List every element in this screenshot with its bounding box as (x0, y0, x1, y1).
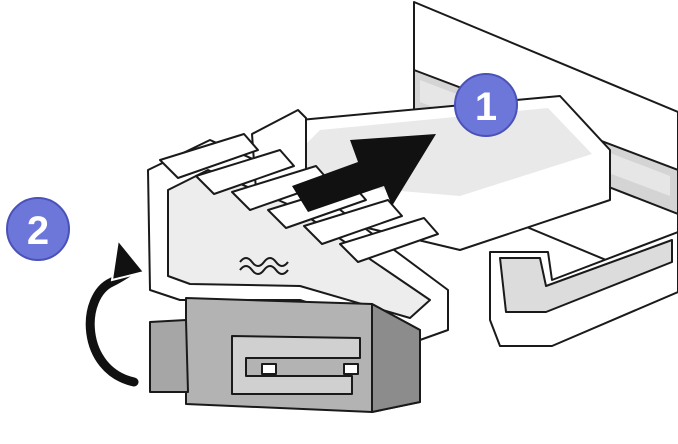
latch-slot-2 (343, 363, 359, 375)
fin-5 (303, 199, 403, 245)
step-1-badge: 1 (454, 73, 518, 137)
fin-2 (195, 149, 295, 195)
step-2-number: 2 (27, 209, 49, 253)
latch-front-tab (149, 319, 189, 393)
latch-slot-1 (261, 363, 277, 375)
push-arrow-icon (292, 134, 436, 212)
curved-rotate-arrow-icon (83, 237, 146, 389)
release-latch (149, 297, 421, 413)
latch-spring (239, 257, 289, 275)
latch-side (371, 303, 421, 413)
fin-6 (339, 217, 439, 263)
step-2-badge: 2 (6, 197, 70, 261)
fin-1 (159, 133, 259, 179)
cage-right-guide-inner (499, 239, 673, 313)
step-1-number: 1 (475, 85, 497, 129)
latch-window (231, 335, 361, 395)
